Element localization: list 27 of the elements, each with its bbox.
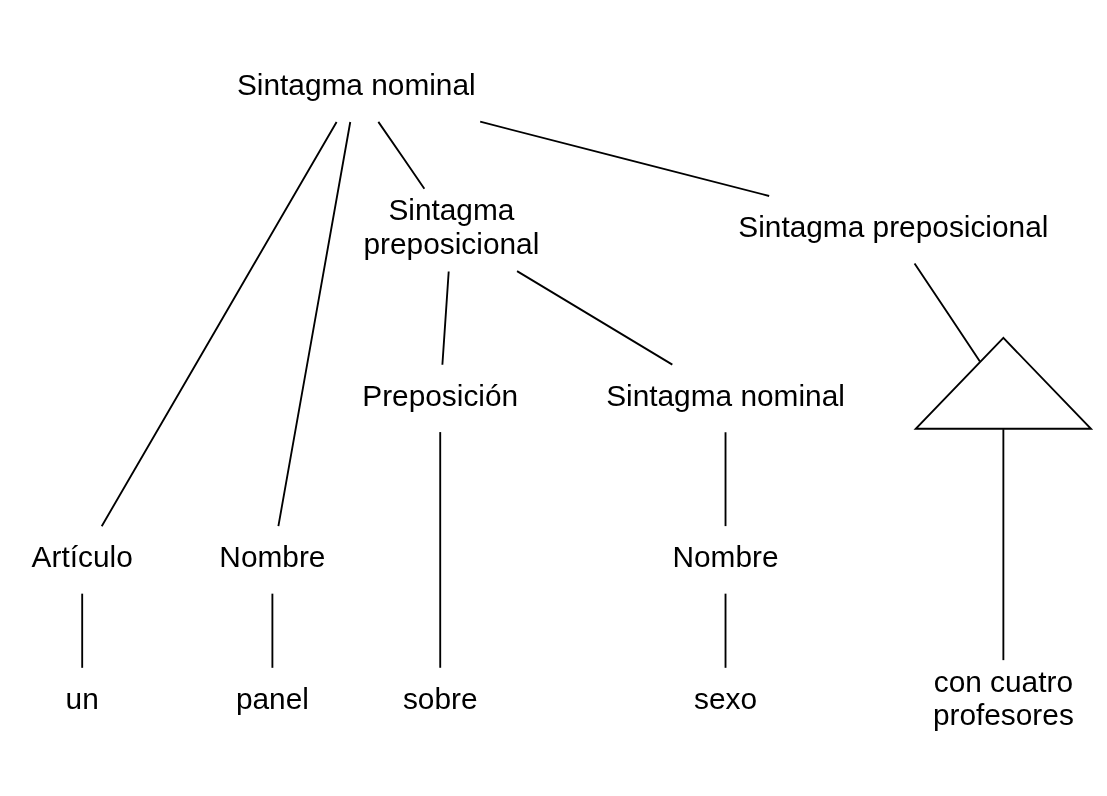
node-text: un	[65, 681, 99, 715]
connector	[439, 430, 442, 669]
connector	[81, 592, 84, 669]
connector	[377, 120, 426, 190]
node-text: Artículo	[31, 539, 133, 573]
node-text: Sintagma preposicional	[363, 192, 540, 260]
node-text: Nombre	[672, 539, 779, 573]
connector	[271, 592, 274, 669]
node-text: Sintagma nominal	[606, 378, 845, 412]
connector	[724, 430, 727, 527]
node-text: Nombre	[219, 539, 326, 573]
connector	[277, 120, 352, 527]
connector	[100, 120, 338, 527]
connector	[913, 262, 981, 362]
node-triangle	[913, 336, 1094, 430]
node-text: sobre	[402, 681, 478, 715]
node-text: Sintagma preposicional	[738, 209, 1049, 243]
connector	[441, 270, 450, 366]
node-text: Preposición	[362, 378, 519, 412]
node-text: Sintagma nominal	[236, 67, 476, 101]
connector	[1002, 427, 1005, 661]
connector	[516, 269, 674, 366]
connector	[724, 592, 727, 669]
connector	[479, 120, 771, 197]
node-text: panel	[235, 681, 309, 715]
node-text: sexo	[694, 681, 758, 715]
node-text: con cuatro profesores	[932, 664, 1074, 731]
